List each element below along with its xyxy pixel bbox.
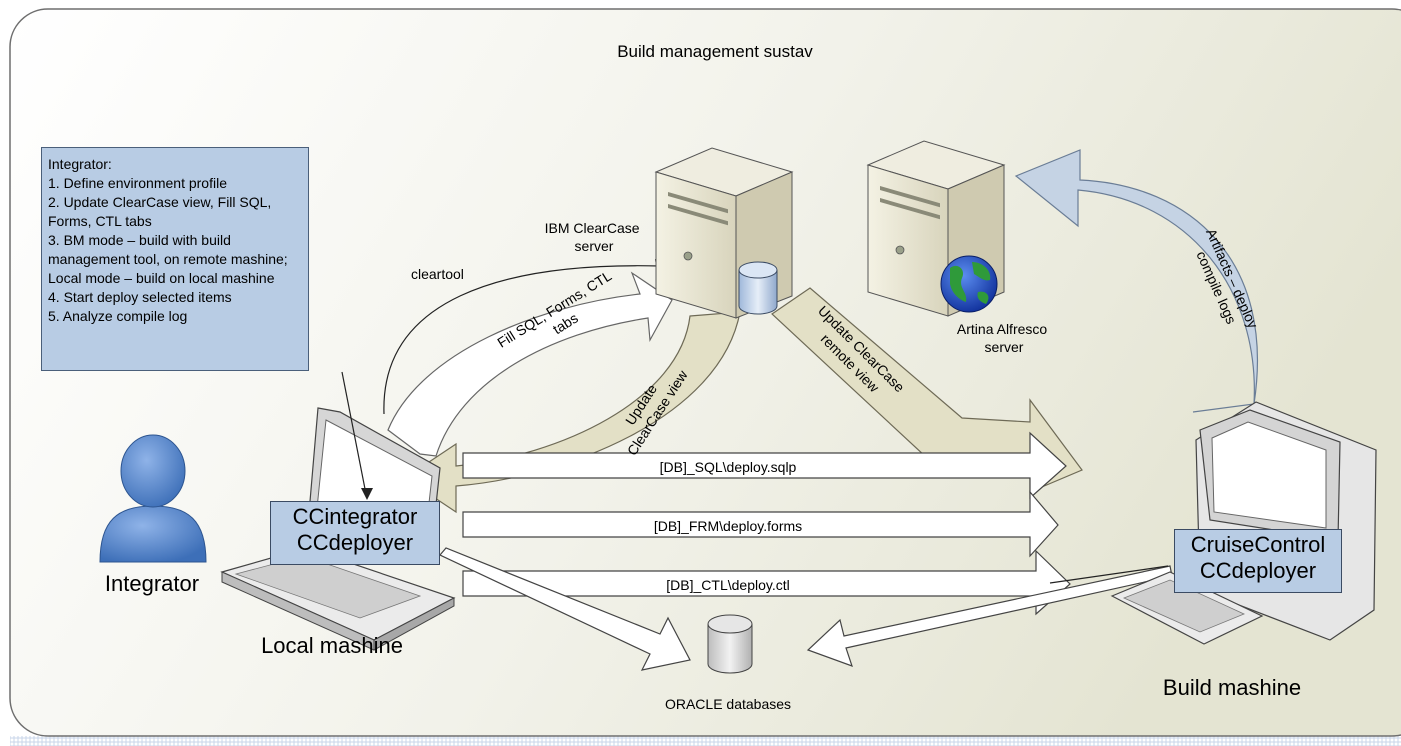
build-box-connector <box>1049 565 1169 584</box>
local-apps-box: CCintegrator CCdeployer <box>270 501 440 565</box>
clearcase-database-icon <box>738 261 778 315</box>
deploy-sql-label: [DB]_SQL\deploy.sqlp <box>660 459 797 475</box>
build-to-db-arrow <box>806 565 1173 667</box>
notes-item-4: 4. Start deploy selected items <box>48 289 232 305</box>
notes-item-5: 5. Analyze compile log <box>48 308 188 324</box>
bottom-hatch <box>10 736 1401 746</box>
deploy-forms-arrow <box>462 490 1059 558</box>
deploy-sql-arrow <box>462 431 1067 500</box>
notes-item-3: 3. BM mode – build with build management… <box>48 232 288 286</box>
local-to-db-arrow <box>439 547 691 671</box>
build-apps-box: CruiseControl CCdeployer <box>1174 529 1342 593</box>
local-machine-label: Local mashine <box>261 633 403 658</box>
build-machine-label: Build mashine <box>1163 675 1301 700</box>
fill-tabs-arrow <box>387 271 673 457</box>
integrator-notes: Integrator: 1. Define environment profil… <box>41 147 309 371</box>
notes-item-2: 2. Update ClearCase view, Fill SQL, Form… <box>48 194 272 229</box>
local-app-ccintegrator: CCintegrator <box>292 504 418 529</box>
clearcase-server-icon <box>654 147 794 319</box>
artifacts-arrow <box>1014 149 1259 413</box>
clearcase-server-label: IBM ClearCase server <box>545 220 644 254</box>
oracle-database-icon <box>707 614 753 674</box>
notes-connector-arrowhead <box>361 488 373 500</box>
databases-label: ORACLE databases <box>665 696 791 712</box>
deploy-ctl-label: [DB]_CTL\deploy.ctl <box>666 577 789 593</box>
alfresco-server-label-line2: server <box>985 339 1024 355</box>
cleartool-label: cleartool <box>411 266 464 282</box>
notes-connector <box>341 371 367 495</box>
notes-heading: Integrator: <box>48 156 112 172</box>
clearcase-server-label-line2: server <box>575 238 614 254</box>
globe-icon <box>940 255 998 313</box>
alfresco-server-label: Artina Alfresco server <box>957 321 1051 355</box>
diagram-title: Build management sustav <box>617 42 813 61</box>
build-app-ccdeployer: CCdeployer <box>1199 558 1317 583</box>
person-icon <box>99 434 207 563</box>
notes-item-1: 1. Define environment profile <box>48 175 227 191</box>
deploy-forms-label: [DB]_FRM\deploy.forms <box>654 518 802 534</box>
cleartool-line <box>383 265 661 415</box>
build-app-cruisecontrol: CruiseControl <box>1190 532 1326 557</box>
alfresco-server-icon <box>866 140 1006 317</box>
integrator-label: Integrator <box>105 571 199 596</box>
local-app-ccdeployer: CCdeployer <box>296 530 414 555</box>
